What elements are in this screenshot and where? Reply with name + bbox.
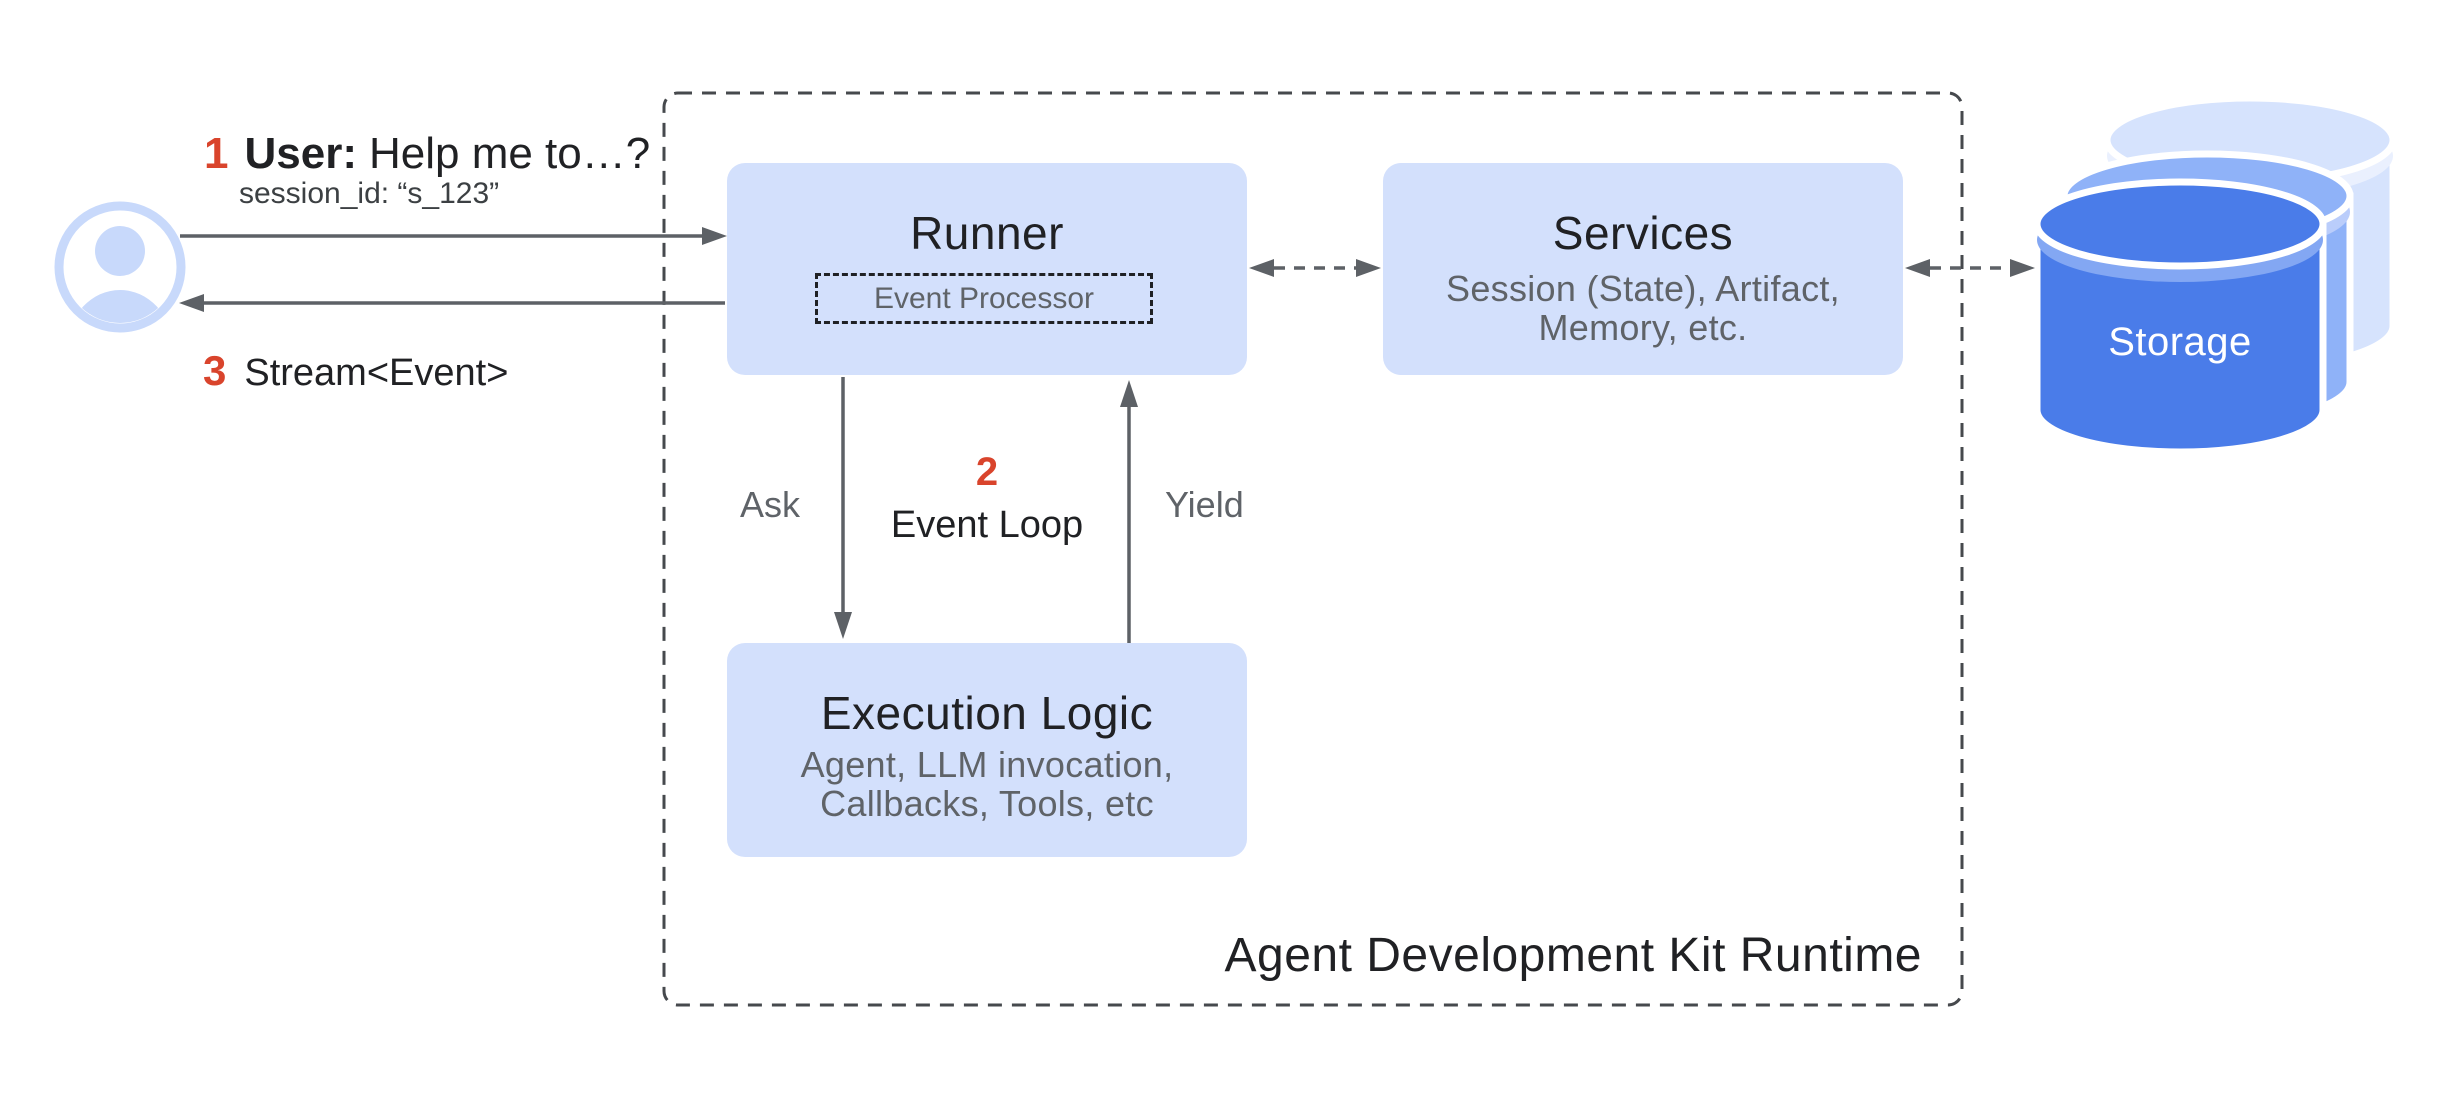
services-subtitle-line2: Memory, etc.	[1538, 307, 1748, 348]
stream-event-text: Stream<Event>	[244, 352, 509, 394]
execution-subtitle-line1: Agent, LLM invocation,	[800, 744, 1174, 785]
storage-cylinder-front	[2033, 178, 2327, 456]
event-loop-label: Event Loop	[890, 504, 1084, 546]
services-title: Services	[1552, 207, 1734, 259]
services-subtitle-line1: Session (State), Artifact,	[1446, 268, 1840, 309]
execution-subtitle-line2: Callbacks, Tools, etc	[820, 783, 1154, 824]
runner-to-user-arrow	[179, 294, 725, 312]
event-processor-label: Event Processor	[873, 282, 1095, 315]
user-to-runner-arrow	[180, 227, 727, 245]
step-3-badge: 3	[203, 347, 227, 394]
user-request-line: 1 User:Help me to…?	[204, 129, 650, 179]
step-1-badge: 1	[204, 129, 229, 178]
user-request-text: Help me to…?	[368, 129, 651, 178]
storage-label: Storage	[2108, 320, 2252, 364]
user-avatar-icon	[54, 201, 186, 333]
user-speaker-label: User:	[244, 129, 357, 178]
runner-title: Runner	[910, 207, 1064, 259]
runner-services-arrow	[1249, 259, 1381, 277]
storage-icon	[2033, 94, 2397, 456]
step-2-badge: 2	[975, 450, 999, 494]
storage-cylinder-middle	[2060, 150, 2354, 428]
event-processor-box: Event Processor	[815, 273, 1153, 324]
services-storage-arrow	[1905, 259, 2035, 277]
execution-logic-box: Execution Logic Agent, LLM invocation, C…	[727, 643, 1247, 857]
stream-event-line: 3 Stream<Event>	[203, 348, 508, 396]
services-box: Services Session (State), Artifact, Memo…	[1383, 163, 1903, 375]
execution-logic-title: Execution Logic	[820, 687, 1154, 739]
session-id-label: session_id: “s_123”	[239, 177, 500, 210]
services-subtitle: Session (State), Artifact, Memory, etc.	[1383, 269, 1903, 347]
execution-logic-subtitle: Agent, LLM invocation, Callbacks, Tools,…	[727, 745, 1247, 823]
runner-box: Runner Event Processor	[727, 163, 1247, 375]
runtime-caption: Agent Development Kit Runtime	[1224, 929, 1922, 982]
